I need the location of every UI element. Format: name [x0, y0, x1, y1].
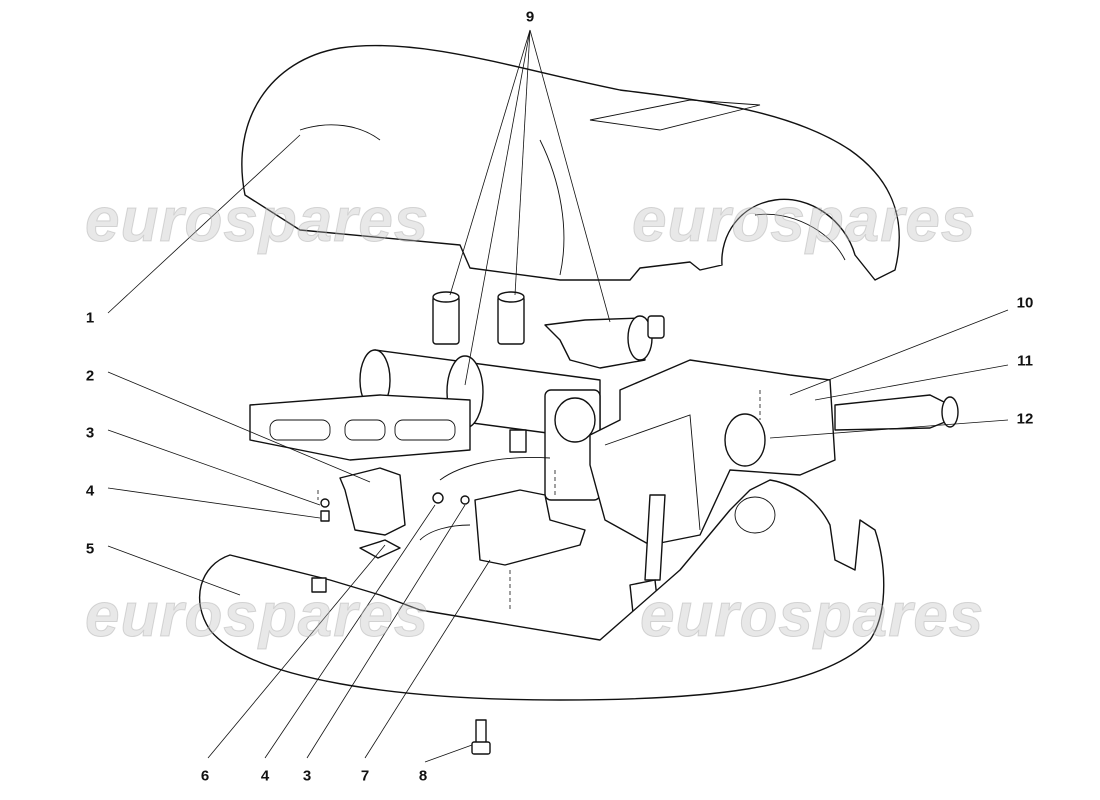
watermark: eurospares — [84, 581, 430, 651]
bracket — [339, 467, 406, 536]
watermark: eurospares — [639, 581, 985, 651]
upper-steering-column-cover — [241, 44, 900, 281]
callout-4-bottom: 4 — [260, 767, 270, 785]
lower-steering-column-cover — [198, 457, 885, 701]
clip — [359, 539, 401, 559]
watermark: eurospares — [631, 186, 977, 256]
washer — [320, 498, 330, 508]
screw-8 — [471, 719, 491, 755]
support-bracket — [249, 394, 471, 461]
watermark: eurospares — [84, 186, 430, 256]
callout-6: 6 — [200, 767, 210, 785]
screw-head — [432, 492, 444, 504]
callout-1: 1 — [85, 309, 95, 327]
mounting-plate — [474, 489, 586, 566]
callout-12: 12 — [1016, 410, 1034, 428]
callout-2: 2 — [85, 367, 95, 385]
washer — [460, 495, 470, 505]
callout-7: 7 — [360, 767, 370, 785]
callout-3-bottom: 3 — [302, 767, 312, 785]
callout-8: 8 — [418, 767, 428, 785]
callout-11: 11 — [1017, 352, 1033, 370]
leader-lines — [107, 29, 1009, 763]
callout-9: 9 — [525, 8, 535, 26]
callout-5: 5 — [85, 540, 95, 558]
plug-pair — [432, 291, 525, 345]
ignition-switch — [544, 315, 665, 369]
callout-4: 4 — [85, 482, 95, 500]
screw — [320, 510, 330, 522]
callout-10: 10 — [1016, 294, 1034, 312]
callout-3: 3 — [85, 424, 95, 442]
